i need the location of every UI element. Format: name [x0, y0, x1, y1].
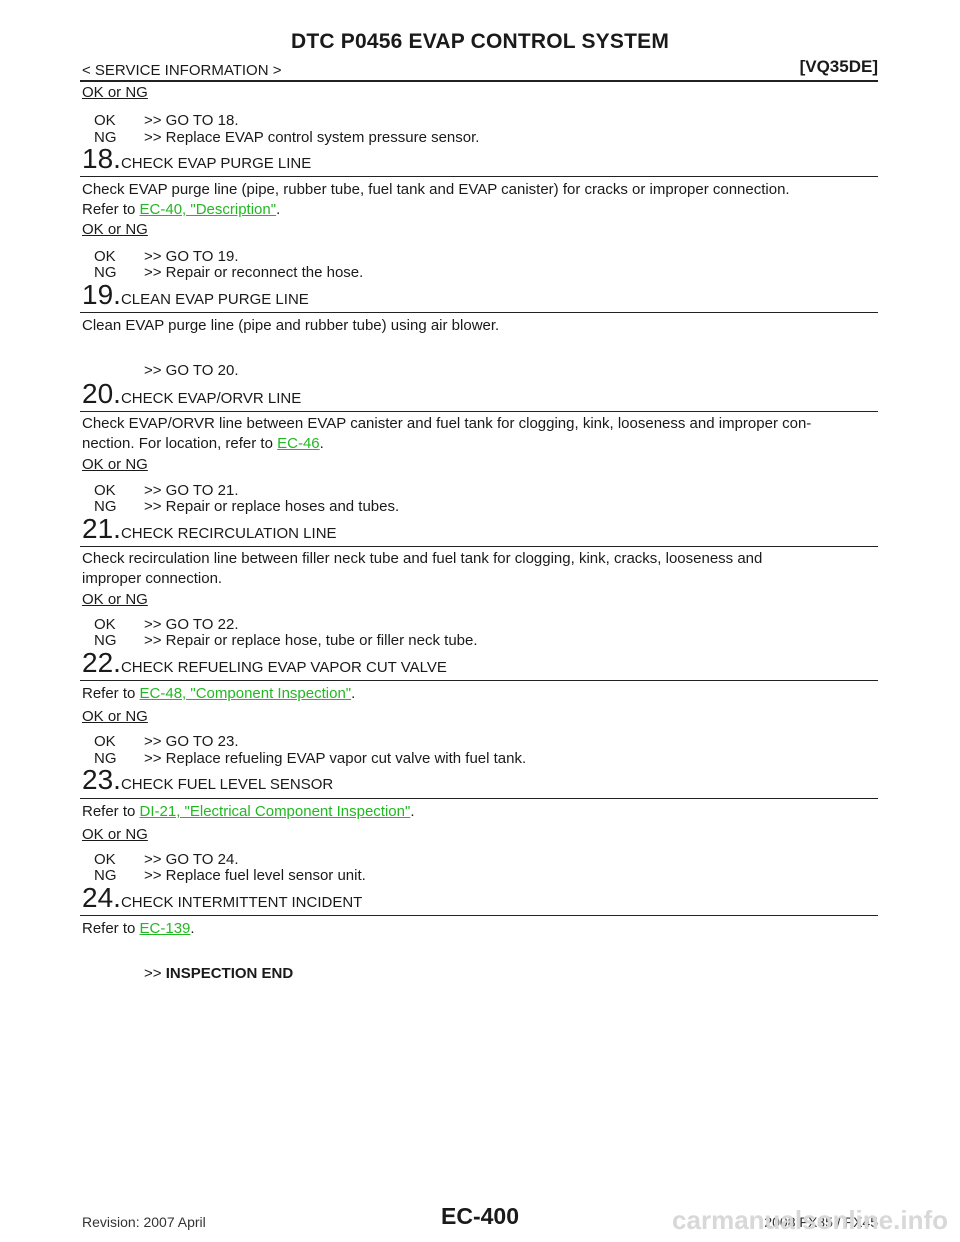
ok-or-ng-heading: OK or NG	[82, 591, 148, 608]
step-heading: 19.CLEAN EVAP PURGE LINE	[82, 279, 309, 310]
step-heading: 21.CHECK RECIRCULATION LINE	[82, 513, 337, 544]
step-divider	[80, 915, 878, 916]
step-description: Refer to EC-48, "Component Inspection".	[82, 685, 356, 702]
watermark: carmanualsonline.info	[672, 1205, 948, 1235]
reference-link[interactable]: EC-48, "Component Inspection"	[139, 685, 352, 702]
step-heading: 23.CHECK FUEL LEVEL SENSOR	[82, 764, 334, 795]
ok-or-ng-heading: OK or NG	[82, 84, 148, 101]
step-description: Check EVAP purge line (pipe, rubber tube…	[82, 181, 790, 218]
result-ng: NG>> Replace fuel level sensor unit.	[94, 867, 366, 884]
step-description: Refer to DI-21, "Electrical Component In…	[82, 803, 415, 820]
engine-code: [VQ35DE]	[799, 57, 878, 76]
result-ng: NG>> Repair or replace hose, tube or fil…	[94, 632, 478, 649]
vehicle-model: 2008 FX35 / FX45	[764, 1214, 878, 1230]
step-heading: 24.CHECK INTERMITTENT INCIDENT	[82, 882, 363, 913]
result-ng: NG>> Replace EVAP control system pressur…	[94, 129, 480, 146]
header-divider	[80, 80, 878, 82]
step-description: Check EVAP/ORVR line between EVAP canist…	[82, 415, 812, 452]
end-instruction: >> INSPECTION END	[144, 965, 294, 982]
ok-or-ng-heading: OK or NG	[82, 456, 148, 473]
ok-or-ng-heading: OK or NG	[82, 826, 148, 843]
result-ok: OK>> GO TO 19.	[94, 248, 239, 265]
result-ng: NG>> Repair or replace hoses and tubes.	[94, 498, 400, 515]
step-description: Clean EVAP purge line (pipe and rubber t…	[82, 317, 500, 334]
section-breadcrumb: < SERVICE INFORMATION >	[82, 62, 282, 79]
step-divider	[80, 312, 878, 313]
step-heading: 22.CHECK REFUELING EVAP VAPOR CUT VALVE	[82, 647, 447, 678]
ok-or-ng-heading: OK or NG	[82, 221, 148, 238]
result-ng: NG>> Repair or reconnect the hose.	[94, 264, 364, 281]
ok-or-ng-heading: OK or NG	[82, 708, 148, 725]
reference-link[interactable]: EC-46	[277, 435, 320, 452]
result-ok: OK>> GO TO 24.	[94, 851, 239, 868]
reference-link[interactable]: DI-21, "Electrical Component Inspection"	[139, 803, 411, 820]
step-divider	[80, 680, 878, 681]
step-heading: 18.CHECK EVAP PURGE LINE	[82, 143, 312, 174]
reference-link[interactable]: EC-139	[139, 920, 191, 937]
step-description: Refer to EC-139.	[82, 920, 195, 937]
result-ng: NG>> Replace refueling EVAP vapor cut va…	[94, 750, 527, 767]
result-ok: OK>> GO TO 18.	[94, 112, 239, 129]
reference-link[interactable]: EC-40, "Description"	[139, 201, 277, 218]
revision-date: Revision: 2007 April	[82, 1214, 206, 1230]
result-ok: OK>> GO TO 22.	[94, 616, 239, 633]
step-description: Check recirculation line between filler …	[82, 550, 763, 587]
step-divider	[80, 798, 878, 799]
page-title: DTC P0456 EVAP CONTROL SYSTEM	[290, 30, 670, 53]
step-heading: 20.CHECK EVAP/ORVR LINE	[82, 378, 302, 409]
result-ok: OK>> GO TO 21.	[94, 482, 239, 499]
result-ok: OK>> GO TO 23.	[94, 733, 239, 750]
step-divider	[80, 176, 878, 177]
step-divider	[80, 546, 878, 547]
page-number: EC-400	[441, 1203, 519, 1229]
step-divider	[80, 411, 878, 412]
continue-instruction: >> GO TO 20.	[144, 362, 239, 379]
